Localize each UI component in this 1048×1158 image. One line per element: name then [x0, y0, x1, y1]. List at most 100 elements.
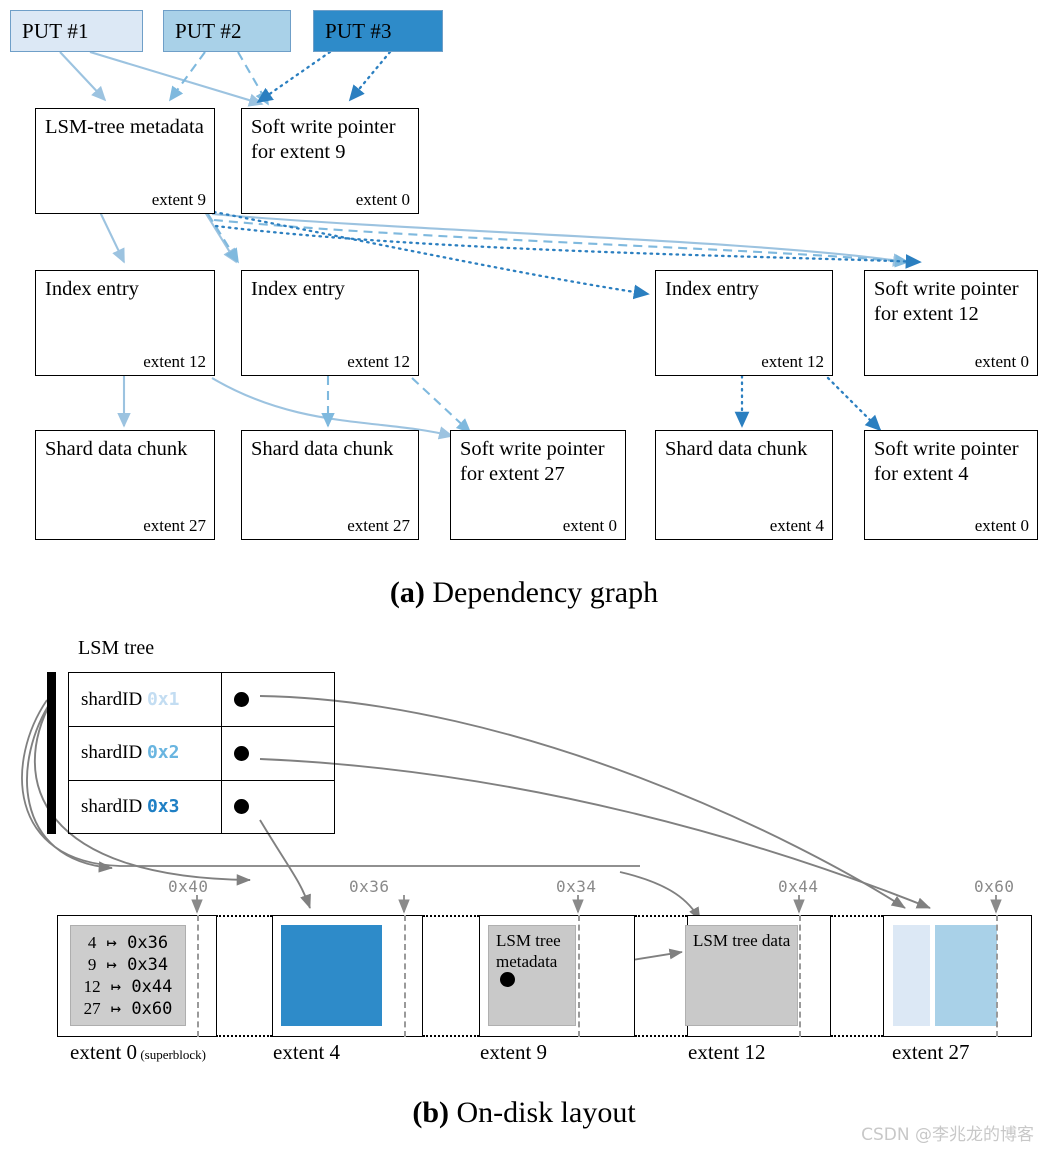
lsm-row-1-key-prefix: shardID	[81, 688, 147, 710]
node-index-entry-1-title: Index entry	[45, 278, 139, 300]
sb-row-1-arrow: ↦	[106, 954, 117, 975]
put-chip-2-label: PUT #2	[175, 18, 242, 43]
put-chip-1-label: PUT #1	[22, 18, 89, 43]
lsm-row-1-key-hex: 0x1	[146, 688, 180, 710]
node-index-entry-1[interactable]: Index entry extent 12	[35, 270, 215, 376]
lsm-row-1[interactable]: shardID 0x1	[69, 673, 334, 727]
pointer-dot-icon	[234, 745, 249, 761]
extent-label-0: extent 0 (superblock)	[70, 1040, 206, 1065]
node-index-entry-3-title: Index entry	[665, 278, 759, 300]
panel-b-caption-prefix: (b)	[412, 1096, 449, 1129]
superblock-map-block: 4 ↦ 0x36 9 ↦ 0x34 12 ↦ 0x44 27 ↦ 0x60	[70, 925, 186, 1026]
node-swp-extent27-title: Soft write pointer for extent 27	[460, 438, 605, 485]
node-shard-chunk-2-title: Shard data chunk	[251, 438, 394, 460]
node-swp-extent9[interactable]: Soft write pointer for extent 9 extent 0	[241, 108, 419, 214]
extent9-lsm-metadata-block: LSM tree metadata	[488, 925, 576, 1026]
lsm-row-3-key-hex: 0x3	[146, 795, 180, 817]
node-shard-chunk-3[interactable]: Shard data chunk extent 4	[655, 430, 833, 540]
extent27-block-put1	[893, 925, 930, 1026]
extent27-block-put2	[935, 925, 997, 1026]
extent12-lsm-data-block: LSM tree data	[685, 925, 798, 1026]
write-pointer-ticks	[191, 895, 1002, 914]
lsm-tree-bracket	[47, 672, 56, 834]
write-pointer-label-extent27: 0x60	[974, 877, 1015, 896]
node-swp-extent12-title: Soft write pointer for extent 12	[874, 278, 1019, 325]
node-shard-chunk-3-title: Shard data chunk	[665, 438, 808, 460]
node-shard-chunk-3-extent: extent 4	[769, 516, 824, 535]
write-pointer-label-extent4: 0x36	[349, 877, 390, 896]
superblock-map-row: 27 ↦ 0x60	[84, 998, 173, 1020]
extent-gap-1	[216, 915, 272, 1037]
write-pointer-line-extent9	[578, 915, 580, 1037]
put-chip-3[interactable]: PUT #3	[313, 10, 443, 52]
lsm-row-1-key: shardID 0x1	[69, 689, 221, 711]
extent-gap-3	[635, 915, 687, 1037]
node-index-entry-3[interactable]: Index entry extent 12	[655, 270, 833, 376]
lsm-tree-label: LSM tree	[78, 637, 155, 659]
write-pointer-line-extent4	[404, 915, 406, 1037]
node-lsm-meta-title: LSM-tree metadata	[45, 116, 204, 138]
superblock-map-row: 12 ↦ 0x44	[84, 976, 173, 998]
put-chip-1[interactable]: PUT #1	[10, 10, 143, 52]
lsm-row-1-pointer-cell	[221, 673, 334, 727]
write-pointer-line-extent27	[996, 915, 998, 1037]
node-swp-extent12-extent: extent 0	[974, 352, 1029, 371]
node-index-entry-2-title: Index entry	[251, 278, 345, 300]
pointer-dot-icon	[234, 799, 249, 815]
sb-row-0-arrow: ↦	[106, 932, 117, 953]
sb-row-2-extent: 12	[83, 976, 101, 996]
lsm-row-3-key-prefix: shardID	[81, 795, 147, 817]
sb-row-3-arrow: ↦	[110, 998, 122, 1019]
extent-label-0-sub: (superblock)	[137, 1047, 207, 1062]
sb-row-2-arrow: ↦	[110, 976, 122, 997]
panel-a-caption-text: Dependency graph	[424, 576, 659, 609]
node-lsm-meta[interactable]: LSM-tree metadata extent 9	[35, 108, 215, 214]
pointer-dot-icon	[500, 972, 515, 987]
superblock-map-row: 4 ↦ 0x36	[88, 932, 168, 954]
extent-gap-4	[831, 915, 883, 1037]
node-index-entry-2[interactable]: Index entry extent 12	[241, 270, 419, 376]
write-pointer-label-extent9: 0x34	[556, 877, 597, 896]
extent-gap-2	[423, 915, 479, 1037]
extent4-data-block	[281, 925, 382, 1026]
panel-a-caption-prefix: (a)	[389, 576, 425, 609]
write-pointer-label-extent12: 0x44	[778, 877, 819, 896]
sb-row-1-addr: 0x34	[127, 954, 169, 975]
lsmdata-incoming-edge	[619, 871, 701, 921]
node-swp-extent4-extent: extent 0	[974, 516, 1029, 535]
node-swp-extent9-title: Soft write pointer for extent 9	[251, 116, 396, 163]
node-swp-extent9-extent: extent 0	[355, 190, 410, 209]
extent-label-4: extent 4	[273, 1040, 341, 1064]
extent-label-27: extent 27	[892, 1040, 970, 1064]
extent-label-9: extent 9	[480, 1040, 548, 1064]
node-index-entry-3-extent: extent 12	[761, 352, 824, 371]
node-swp-extent4-title: Soft write pointer for extent 4	[874, 438, 1019, 485]
sb-row-1-extent: 9	[87, 954, 97, 974]
sb-row-0-addr: 0x36	[127, 932, 169, 953]
sb-row-3-addr: 0x60	[131, 998, 173, 1019]
node-shard-chunk-1[interactable]: Shard data chunk extent 27	[35, 430, 215, 540]
panel-b-caption-text: On-disk layout	[449, 1096, 636, 1129]
lsm-row-2-pointer-cell	[221, 727, 334, 780]
node-swp-extent27[interactable]: Soft write pointer for extent 27 extent …	[450, 430, 626, 540]
node-swp-extent4[interactable]: Soft write pointer for extent 4 extent 0	[864, 430, 1038, 540]
write-pointer-label-extent0: 0x40	[168, 877, 209, 896]
sb-row-3-extent: 27	[83, 998, 101, 1018]
put-chip-3-label: PUT #3	[325, 18, 392, 43]
write-pointer-line-extent0	[197, 915, 199, 1037]
extent12-block-label: LSM tree data	[693, 931, 791, 950]
node-index-entry-2-extent: extent 12	[347, 352, 410, 371]
write-pointer-line-extent12	[799, 915, 801, 1037]
put-chip-2[interactable]: PUT #2	[163, 10, 291, 52]
superblock-map-row: 9 ↦ 0x34	[88, 954, 168, 976]
node-index-entry-1-extent: extent 12	[143, 352, 206, 371]
sb-row-0-extent: 4	[87, 932, 97, 952]
node-shard-chunk-1-extent: extent 27	[143, 516, 206, 535]
lsm-row-3[interactable]: shardID 0x3	[69, 779, 334, 833]
node-shard-chunk-2[interactable]: Shard data chunk extent 27	[241, 430, 419, 540]
csdn-watermark: CSDN @李兆龙的博客	[861, 1125, 1034, 1145]
lsm-row-2[interactable]: shardID 0x2	[69, 726, 334, 780]
extent-label-12: extent 12	[688, 1040, 766, 1064]
node-swp-extent12[interactable]: Soft write pointer for extent 12 extent …	[864, 270, 1038, 376]
